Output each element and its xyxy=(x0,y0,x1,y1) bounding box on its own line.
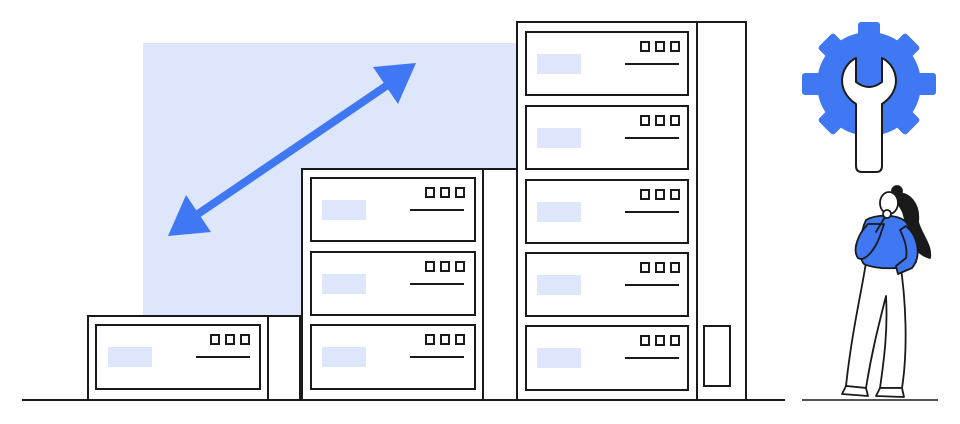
woman-figure xyxy=(841,185,932,398)
server-unit xyxy=(525,325,689,391)
gear-wrench-icon xyxy=(802,22,936,173)
rack-door-handle xyxy=(703,325,731,387)
server-unit xyxy=(310,177,476,242)
shoe-right xyxy=(875,387,905,398)
large-rack xyxy=(516,21,747,401)
server-unit xyxy=(310,324,476,390)
shoe-left xyxy=(841,385,869,397)
trousers xyxy=(845,261,907,389)
server-unit xyxy=(525,252,689,317)
double-arrow-icon xyxy=(168,63,416,236)
server-unit xyxy=(525,105,689,170)
server-unit xyxy=(310,251,476,316)
server-unit xyxy=(95,324,261,390)
hip-arm xyxy=(895,225,919,275)
small-rack xyxy=(87,315,301,401)
server-unit xyxy=(525,179,689,244)
server-unit xyxy=(525,31,689,96)
medium-rack xyxy=(301,168,519,401)
raised-arm xyxy=(854,223,885,260)
